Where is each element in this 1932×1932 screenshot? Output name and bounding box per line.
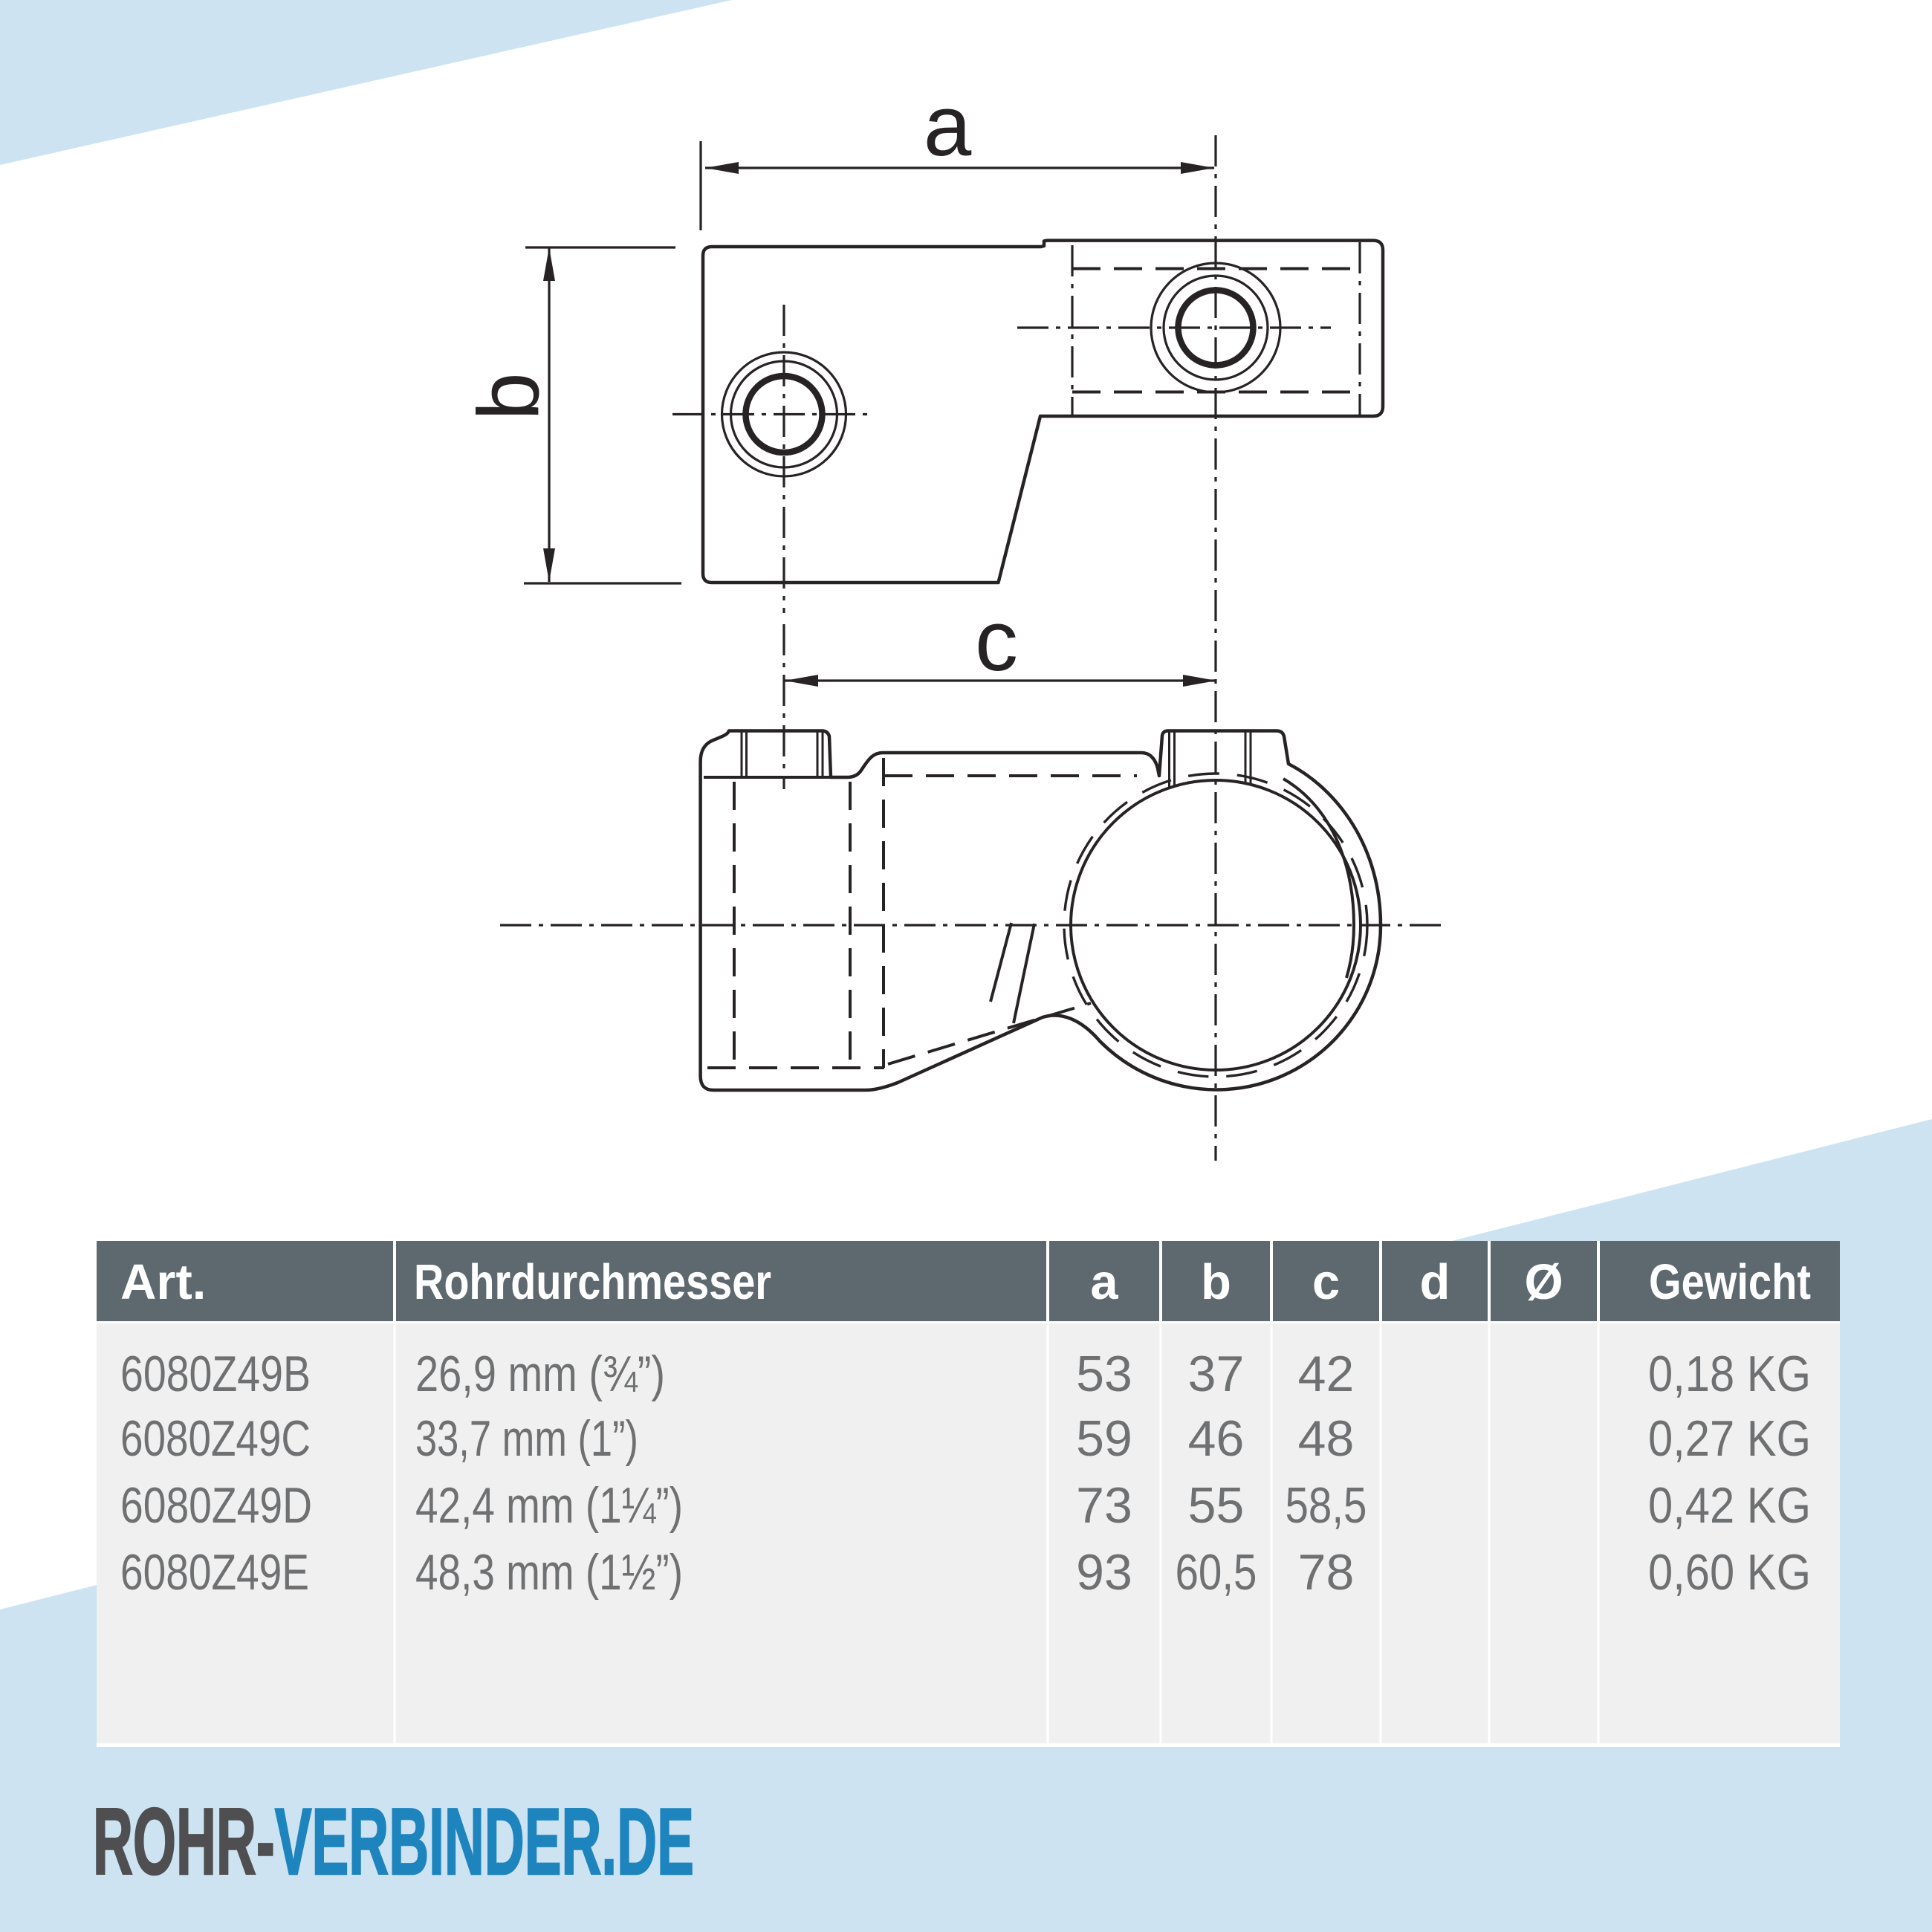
svg-text:60,5: 60,5 bbox=[1176, 1544, 1257, 1601]
svg-text:b: b bbox=[460, 372, 557, 421]
svg-text:73: 73 bbox=[1076, 1477, 1132, 1534]
svg-text:0,27 KG: 0,27 KG bbox=[1648, 1410, 1811, 1467]
svg-text:Ø: Ø bbox=[1524, 1254, 1563, 1310]
svg-text:Art.: Art. bbox=[120, 1254, 206, 1310]
svg-text:6080Z49E: 6080Z49E bbox=[120, 1544, 309, 1601]
svg-text:37: 37 bbox=[1188, 1346, 1245, 1402]
svg-text:6080Z49B: 6080Z49B bbox=[120, 1346, 311, 1402]
svg-text:Rohrdurchmesser: Rohrdurchmesser bbox=[414, 1254, 771, 1310]
svg-text:0,42 KG: 0,42 KG bbox=[1648, 1477, 1811, 1534]
svg-text:Gewicht: Gewicht bbox=[1649, 1254, 1811, 1310]
svg-text:0,18 KG: 0,18 KG bbox=[1648, 1346, 1811, 1402]
svg-text:42: 42 bbox=[1298, 1346, 1355, 1402]
svg-text:a: a bbox=[924, 77, 972, 174]
svg-text:ROHR-VERBINDER.DE: ROHR-VERBINDER.DE bbox=[93, 1790, 694, 1895]
svg-text:33,7 mm (1”): 33,7 mm (1”) bbox=[415, 1410, 638, 1467]
svg-text:78: 78 bbox=[1298, 1544, 1355, 1601]
svg-text:6080Z49D: 6080Z49D bbox=[120, 1477, 312, 1534]
svg-text:48: 48 bbox=[1298, 1410, 1355, 1467]
svg-text:d: d bbox=[1420, 1254, 1450, 1310]
svg-text:58,5: 58,5 bbox=[1286, 1477, 1367, 1534]
svg-text:0,60 KG: 0,60 KG bbox=[1648, 1544, 1811, 1601]
svg-text:b: b bbox=[1201, 1254, 1231, 1310]
svg-text:c: c bbox=[1312, 1254, 1340, 1310]
svg-text:48,3 mm (1½”): 48,3 mm (1½”) bbox=[415, 1544, 683, 1601]
svg-text:53: 53 bbox=[1076, 1346, 1132, 1402]
svg-text:42,4 mm (1¼”): 42,4 mm (1¼”) bbox=[415, 1477, 683, 1534]
svg-text:a: a bbox=[1090, 1254, 1118, 1310]
svg-text:59: 59 bbox=[1076, 1410, 1132, 1467]
svg-text:55: 55 bbox=[1188, 1477, 1245, 1534]
svg-text:46: 46 bbox=[1188, 1410, 1245, 1467]
svg-text:26,9 mm (¾”): 26,9 mm (¾”) bbox=[415, 1346, 665, 1402]
svg-text:6080Z49C: 6080Z49C bbox=[120, 1410, 311, 1467]
svg-text:93: 93 bbox=[1076, 1544, 1132, 1601]
svg-text:c: c bbox=[975, 592, 1018, 689]
